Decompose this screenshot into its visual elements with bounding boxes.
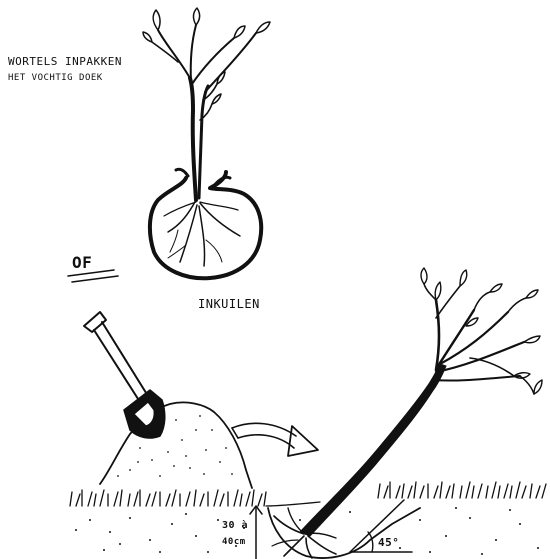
soil-mound	[100, 402, 252, 488]
wrap-instruction-line2: HET VOCHTIG DOEK	[8, 73, 103, 83]
wrapped-tree	[143, 8, 270, 278]
depth-marker	[250, 506, 262, 559]
grass-line	[70, 482, 546, 506]
heel-in-label: INKUILEN	[198, 297, 260, 311]
or-label: OF	[72, 253, 92, 272]
curved-arrow-icon	[232, 423, 318, 456]
depth-label-line2: 40cm	[222, 537, 246, 547]
angle-label: 45°	[378, 536, 399, 549]
depth-label-line1: 30 à	[222, 519, 248, 531]
wrap-instruction-line1: WORTELS INPAKKEN	[8, 55, 122, 68]
shovel-icon	[84, 312, 165, 438]
